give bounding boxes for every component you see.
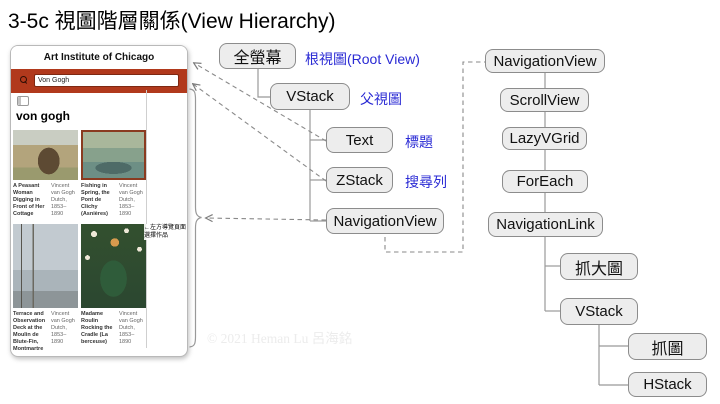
node-zstack: ZStack: [326, 167, 393, 193]
node-vstack: VStack: [270, 83, 350, 110]
node-grab-large-image: 抓大圖: [560, 253, 638, 280]
node-lazyvgrid: LazyVGrid: [502, 127, 587, 150]
artwork-thumbnail: [81, 224, 146, 308]
dashed-arrow-navview-to-brace: [206, 218, 327, 220]
artwork-thumbnail: [13, 224, 78, 308]
node-grab-image: 抓圖: [628, 333, 707, 360]
artwork-caption: A Peasant Woman Digging in Front of Her …: [13, 183, 75, 217]
node-navigationlink: NavigationLink: [488, 212, 603, 237]
phone-group-brace: [189, 88, 202, 348]
search-input[interactable]: Von Gogh: [34, 74, 179, 87]
node-foreach: ForEach: [502, 170, 588, 193]
list-divider: [146, 90, 147, 348]
node-text: Text: [326, 127, 393, 153]
search-icon: [20, 76, 28, 84]
note-searchbar: 搜尋列: [405, 174, 447, 190]
edge-fullscreen-vstack: [257, 69, 270, 98]
watermark: © 2021 Heman Lu 呂海銘: [207, 331, 353, 346]
artwork-caption: Fishing in Spring, the Pont de Clichy (A…: [81, 183, 143, 217]
node-vstack-2: VStack: [560, 298, 638, 325]
page-title: 3-5c 視圖階層關係(View Hierarchy): [8, 10, 336, 33]
artwork-link[interactable]: [13, 224, 78, 308]
artwork-thumbnail: [81, 130, 146, 180]
artwork-caption: Terrace and Observation Deck at the Moul…: [13, 311, 75, 352]
node-navigationview-2: NavigationView: [485, 49, 605, 73]
artwork-link[interactable]: [81, 224, 146, 308]
search-results-heading: von gogh: [16, 109, 70, 123]
artwork-thumbnail: [13, 130, 78, 180]
note-root-view: 根視圖(Root View): [305, 51, 420, 67]
search-bar: Von Gogh: [11, 69, 187, 93]
sidebar-toggle-icon[interactable]: [17, 96, 29, 106]
node-scrollview: ScrollView: [500, 88, 589, 112]
note-parent-view: 父視圖: [360, 91, 402, 107]
artwork-caption: Madame Roulin Rocking the Cradle (La ber…: [81, 311, 143, 345]
node-hstack: HStack: [628, 372, 707, 397]
node-navigationview: NavigationView: [326, 208, 444, 234]
artwork-link[interactable]: [81, 130, 146, 180]
app-title: Art Institute of Chicago: [11, 46, 187, 69]
node-fullscreen: 全螢幕: [219, 43, 296, 69]
artwork-link[interactable]: [13, 130, 78, 180]
phone-annotation: ←左方導覽頁面 選擇作品: [144, 224, 187, 240]
note-title: 標題: [405, 134, 433, 150]
phone-screenshot: Art Institute of Chicago Von Gogh von go…: [10, 45, 188, 357]
